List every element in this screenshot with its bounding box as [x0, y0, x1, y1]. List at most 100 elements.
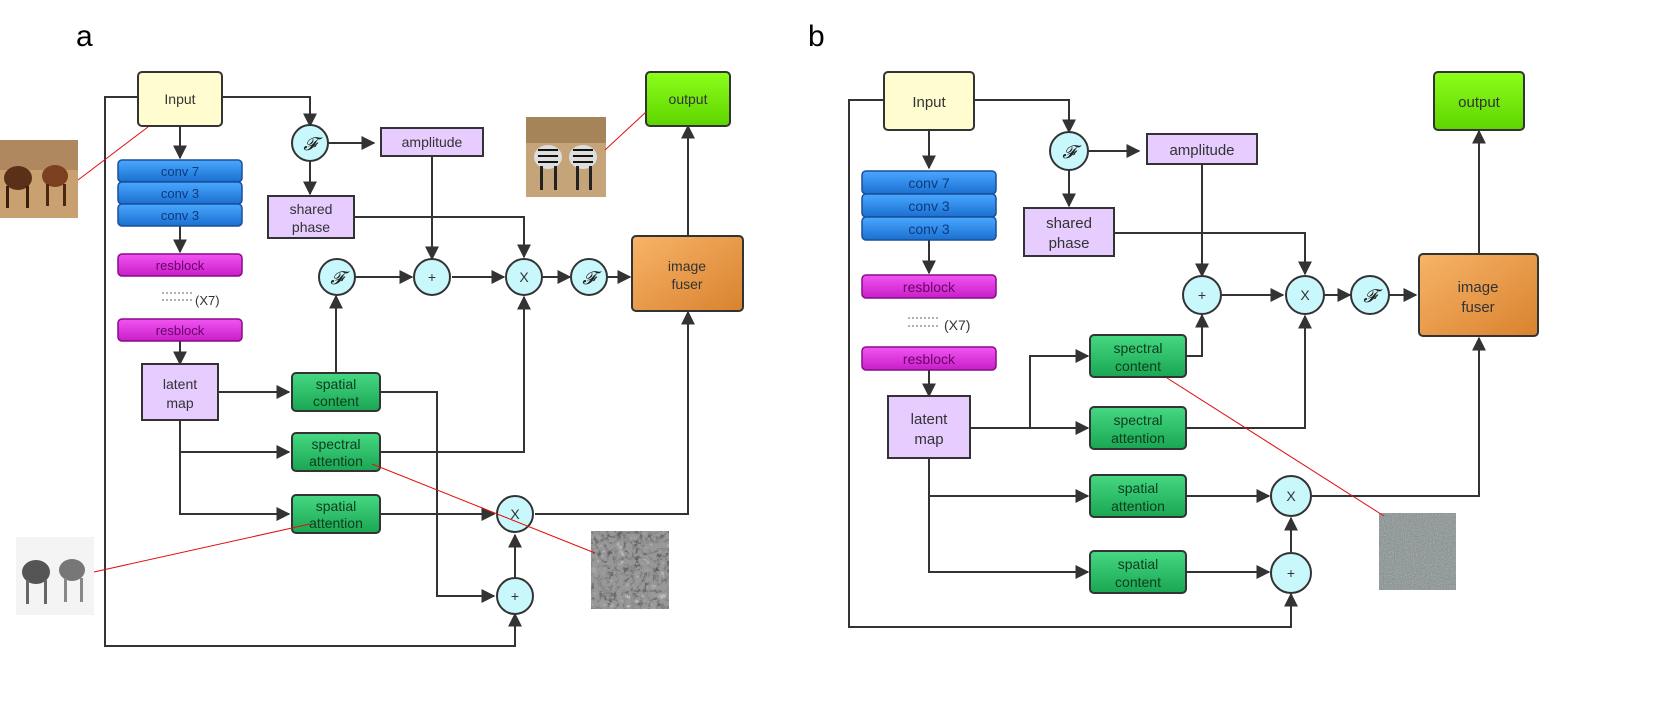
multiply-op-1: X — [505, 258, 543, 296]
input-node: Input — [137, 71, 223, 127]
multiply-op-2-b: X — [1270, 475, 1312, 517]
svg-text:X: X — [519, 269, 529, 285]
spectral-content-callout-line — [1166, 377, 1385, 517]
svg-text:fuser: fuser — [671, 276, 702, 292]
panel-b-letter: b — [808, 20, 825, 53]
spectral-content-noise-thumbnail — [1379, 513, 1456, 590]
resblock-1-b: resblock — [861, 274, 997, 299]
spatial-content-b: spatial content — [1089, 550, 1187, 594]
add-op-2-b: + — [1270, 552, 1312, 594]
svg-text:resblock: resblock — [903, 351, 956, 367]
svg-text:map: map — [914, 431, 943, 448]
spectral-attention-callout-line — [371, 463, 596, 554]
spectral-attention-b: spectral attention — [1089, 406, 1187, 450]
svg-text:(X7): (X7) — [944, 317, 970, 333]
svg-text:X: X — [1300, 287, 1310, 303]
image-fuser-b: image fuser — [1418, 253, 1539, 337]
svg-text:X: X — [510, 506, 520, 522]
panel-a-letter: a — [76, 20, 93, 53]
spectral-attention: spectral attention — [291, 432, 381, 472]
svg-text:fuser: fuser — [1461, 299, 1494, 316]
add-op-1-b: + — [1182, 275, 1222, 315]
svg-text:Input: Input — [164, 91, 195, 107]
svg-text:+: + — [511, 588, 519, 604]
svg-text:+: + — [1198, 287, 1206, 303]
repeat-marker-b: (X7) — [908, 317, 970, 333]
input-horses-thumbnail — [0, 140, 78, 218]
svg-text:content: content — [313, 393, 359, 409]
svg-text:spectral: spectral — [311, 436, 360, 452]
svg-text:+: + — [1287, 565, 1295, 581]
svg-text:attention: attention — [309, 453, 363, 469]
conv-3a-label: conv 3 — [161, 186, 199, 201]
resblock-2: resblock — [117, 318, 243, 342]
resblock-1: resblock — [117, 253, 243, 277]
svg-text:attention: attention — [309, 515, 363, 531]
resblock-2-b: resblock — [861, 346, 997, 371]
svg-text:amplitude: amplitude — [402, 134, 463, 150]
output-node: output — [645, 71, 731, 127]
spatial-attention: spatial attention — [291, 494, 381, 534]
svg-text:latent: latent — [911, 411, 949, 428]
svg-text:resblock: resblock — [903, 279, 956, 295]
svg-text:resblock: resblock — [156, 258, 205, 273]
shared-phase-node-b: shared phase — [1023, 207, 1115, 257]
svg-text:image: image — [668, 258, 706, 274]
spectral-content-b: spectral content — [1089, 334, 1187, 378]
svg-text:latent: latent — [163, 376, 197, 392]
panel-b-edges — [848, 99, 1486, 628]
spatial-attention-b: spatial attention — [1089, 474, 1187, 518]
fourier-op-1: 𝓕 — [291, 124, 329, 162]
spatial-content: spatial content — [291, 372, 381, 412]
image-fuser: image fuser — [631, 235, 744, 312]
input-callout-line — [77, 126, 149, 181]
svg-text:attention: attention — [1111, 498, 1165, 514]
svg-text:Input: Input — [912, 94, 946, 111]
svg-text:output: output — [669, 91, 708, 107]
svg-text:X: X — [1286, 488, 1296, 504]
svg-text:map: map — [166, 395, 193, 411]
amplitude-node: amplitude — [380, 127, 484, 157]
amplitude-node-b: amplitude — [1146, 133, 1258, 165]
svg-text:spatial: spatial — [316, 498, 356, 514]
add-op-2: + — [496, 577, 534, 615]
fourier-op-2-b: 𝓕 — [1350, 275, 1390, 315]
svg-text:(X7): (X7) — [195, 293, 220, 308]
latent-map-b: latent map — [887, 395, 971, 459]
svg-text:spectral: spectral — [1113, 340, 1162, 356]
conv-stack: conv 7 conv 3 conv 3 — [117, 159, 243, 227]
output-zebras-thumbnail — [526, 117, 606, 197]
fourier-op-1-b: 𝓕 — [1049, 131, 1089, 171]
fourier-op-3: 𝓕 — [570, 258, 608, 296]
svg-text:phase: phase — [292, 219, 330, 235]
svg-text:content: content — [1115, 358, 1161, 374]
shared-phase-node: shared phase — [267, 195, 355, 239]
output-node-b: output — [1433, 71, 1525, 131]
svg-text:amplitude: amplitude — [1169, 142, 1234, 159]
conv-7-label: conv 7 — [161, 164, 199, 179]
panel-b: b Input — [808, 20, 1539, 628]
conv-3b-label: conv 3 — [161, 208, 199, 223]
svg-text:shared: shared — [290, 201, 333, 217]
panel-a: a — [0, 20, 744, 647]
svg-text:output: output — [1458, 94, 1501, 111]
svg-text:shared: shared — [1046, 215, 1092, 232]
svg-text:phase: phase — [1049, 235, 1090, 252]
input-node-b: Input — [883, 71, 975, 131]
svg-text:conv 7: conv 7 — [908, 175, 949, 191]
panel-a-edges — [104, 96, 695, 647]
fourier-op-2: 𝓕 — [318, 258, 356, 296]
svg-text:+: + — [428, 269, 436, 285]
spectral-attention-map-thumbnail — [591, 531, 669, 609]
svg-text:spectral: spectral — [1113, 412, 1162, 428]
spatial-attention-callout-line — [93, 523, 311, 573]
latent-map: latent map — [141, 363, 219, 421]
conv-stack-b: conv 7 conv 3 conv 3 — [861, 170, 997, 241]
svg-text:content: content — [1115, 574, 1161, 590]
svg-text:spatial: spatial — [1118, 556, 1158, 572]
svg-text:conv 3: conv 3 — [908, 198, 949, 214]
svg-text:spatial: spatial — [1118, 480, 1158, 496]
svg-text:resblock: resblock — [156, 323, 205, 338]
add-op-1: + — [413, 258, 451, 296]
